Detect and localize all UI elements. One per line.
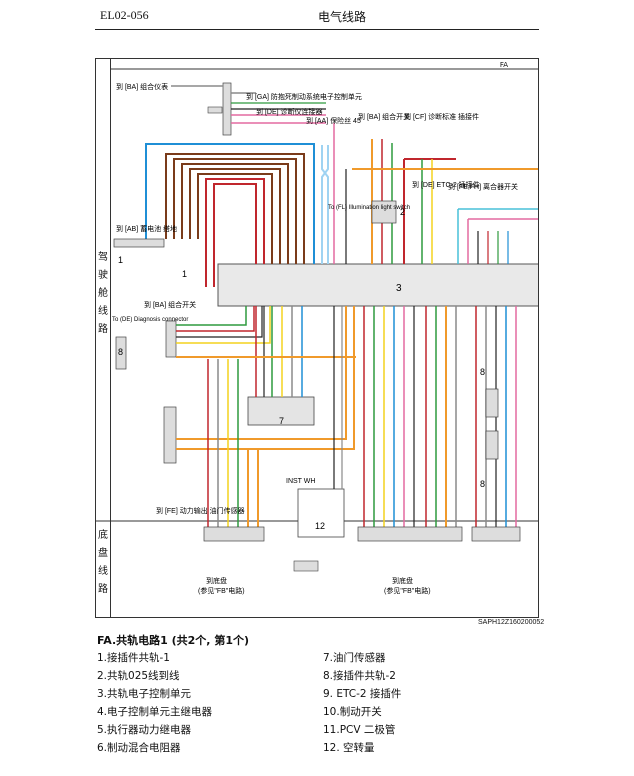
section-tag: FA [499, 61, 508, 69]
label-ga-brake: 到 [GA] 防抱死制动系统电子控制单元 [246, 92, 362, 101]
label-inst-wh: INST WH [286, 478, 315, 485]
connector-chassis-left [203, 526, 265, 542]
legend-item: 7.油门传感器 [323, 652, 386, 664]
item-number-2: 2 [400, 207, 405, 217]
document-code: EL02-056 [100, 8, 149, 22]
connector-ground-bar [113, 238, 165, 248]
wiring-diagram-frame: 驾驶舱线路 底盘线路 FA 3 [95, 58, 539, 618]
label-de-diag: 到 [DE] 诊断仪连接器 [256, 107, 323, 116]
label-chassis-left: 到底盘 [206, 576, 227, 585]
page-title: 电气线路 [318, 10, 367, 24]
legend-item: 3.共轨电子控制单元 [97, 688, 192, 700]
label-ba-combo2: 到 [BA] 组合开关 [144, 300, 196, 309]
label-chassis-right: 到底盘 [392, 576, 413, 585]
label-de-etc: 到 [DE] ETC-2 插接件 [412, 180, 480, 189]
side-label-chassis: 底盘线路 [98, 530, 108, 595]
label-aa-fuse: 到 [AA] 保险丝 45 [306, 116, 361, 125]
label-to-fl: To (FL) Illumination light switch [328, 205, 410, 211]
legend-item: 5.执行器动力继电器 [97, 724, 192, 736]
connector-8c [485, 430, 499, 460]
ecu-block [217, 263, 538, 307]
legend-item: 10.制动开关 [323, 706, 382, 718]
legend-item: 8.接插件共轨-2 [323, 670, 396, 682]
label-ba-combo: 到 [BA] 组合开关 [358, 112, 410, 121]
item-number-1a: 1 [118, 255, 123, 265]
connector-etc2 [371, 200, 397, 224]
legend-item: 6.制动混合电阻器 [97, 742, 181, 754]
label-chassis-left-ref: (参见"FB"电路) [198, 586, 245, 595]
connector-diag [165, 320, 177, 358]
connector-8a [115, 336, 127, 370]
item-number-8a: 8 [118, 347, 123, 357]
connector-8b [485, 388, 499, 418]
item-number-8b: 8 [480, 367, 485, 377]
connector-small-a [207, 106, 223, 114]
side-label-cab: 驾驶舱线路 [98, 252, 108, 335]
side-column: 驾驶舱线路 底盘线路 [96, 59, 111, 617]
item-number-1b: 1 [182, 269, 187, 279]
connector-meter [222, 82, 232, 136]
figure-caption: FA.共轨电路1 (共2个, 第1个) [97, 634, 250, 647]
diagram-code: SAPH12Z160200052 [478, 619, 545, 626]
header-rule [95, 29, 539, 30]
label-cf-diag: 到 [CF] 诊断标准 插接件 [404, 112, 479, 121]
legend-item: 9. ETC-2 接插件 [323, 688, 402, 700]
item-number-8c: 8 [480, 479, 485, 489]
item-number-7: 7 [279, 416, 284, 426]
label-fe-oil: 到 [FE] 动力输出 油门传感器 [156, 506, 245, 515]
label-fe-clutch: 到 [FE,FH] 离合器开关 [448, 182, 518, 191]
legend-item: 11.PCV 二极管 [323, 724, 396, 736]
legend-item: 2.共轨025线到线 [97, 670, 180, 682]
connector-lower-left [163, 406, 177, 464]
connector-12 [293, 560, 319, 572]
legend-item: 1.接插件共轨-1 [97, 652, 170, 664]
label-ab-batt: 到 [AB] 蓄电池 搭地 [116, 224, 177, 233]
idle-control-box [297, 488, 345, 538]
connector-chassis-far-right [471, 526, 521, 542]
label-de-conn: To (DE) Diagnosis connector [112, 317, 188, 323]
connector-chassis-right [357, 526, 463, 542]
legend-item: 4.电子控制单元主继电器 [97, 706, 213, 718]
accelerator-sensor-box [247, 396, 315, 426]
legend-item: 12. 空转量 [323, 742, 375, 754]
label-ba-meter: 到 [BA] 组合仪表 [116, 82, 168, 91]
ecu-number: 3 [396, 283, 402, 294]
item-number-12: 12 [315, 521, 325, 531]
wiring-svg: 3 [96, 68, 538, 595]
label-chassis-right-ref: (参见"FB"电路) [384, 586, 431, 595]
